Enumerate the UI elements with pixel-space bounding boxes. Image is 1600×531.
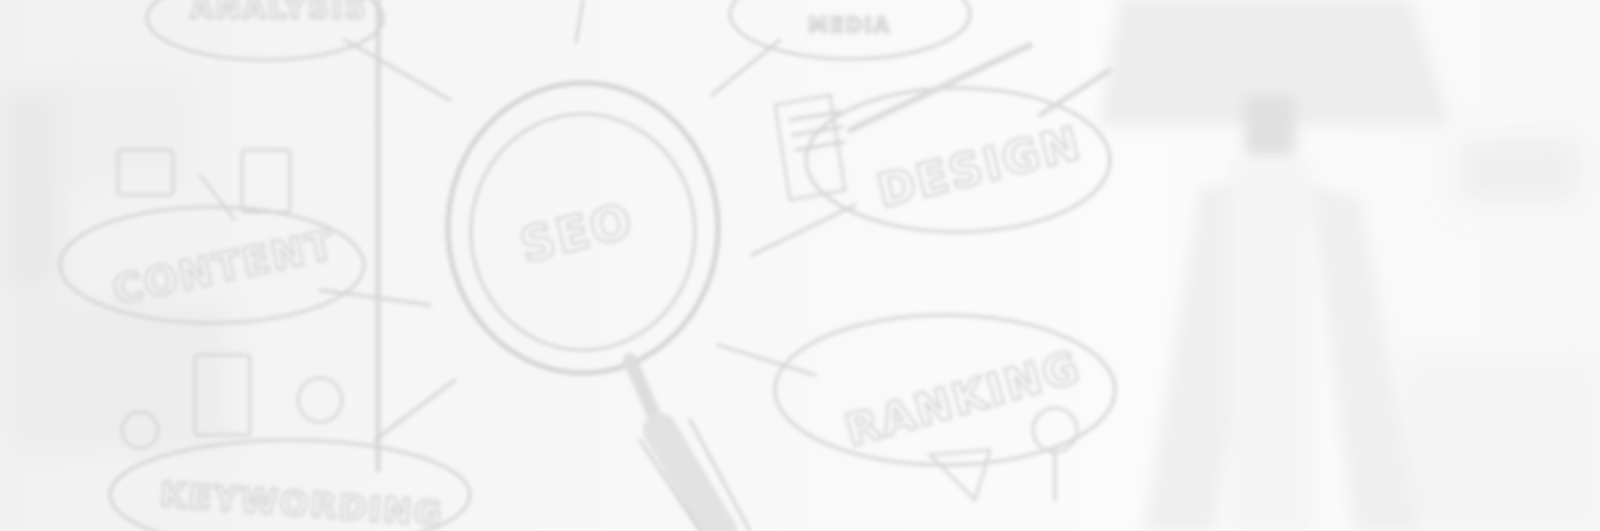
- bubble-ranking: [773, 313, 1117, 467]
- lamp-leg-right: [1310, 185, 1420, 531]
- lamp: [1100, 0, 1450, 531]
- bubble-analysis: [145, 0, 385, 62]
- label-analysis: ANALYSIS: [190, 0, 368, 26]
- bubble-design: [804, 86, 1112, 234]
- bubble-media: [728, 0, 972, 61]
- bubble-keywording: [108, 438, 472, 531]
- lamp-shade: [1100, 0, 1450, 125]
- label-media: MEDIA: [808, 13, 891, 37]
- bubble-content: [58, 205, 366, 325]
- background-blur-shapes: [0, 70, 1600, 531]
- brush-sketch: [773, 93, 847, 202]
- sketch-drawing: [58, 0, 1117, 531]
- magnifying-glass: [445, 80, 752, 531]
- pencil-sketch: [847, 42, 1033, 133]
